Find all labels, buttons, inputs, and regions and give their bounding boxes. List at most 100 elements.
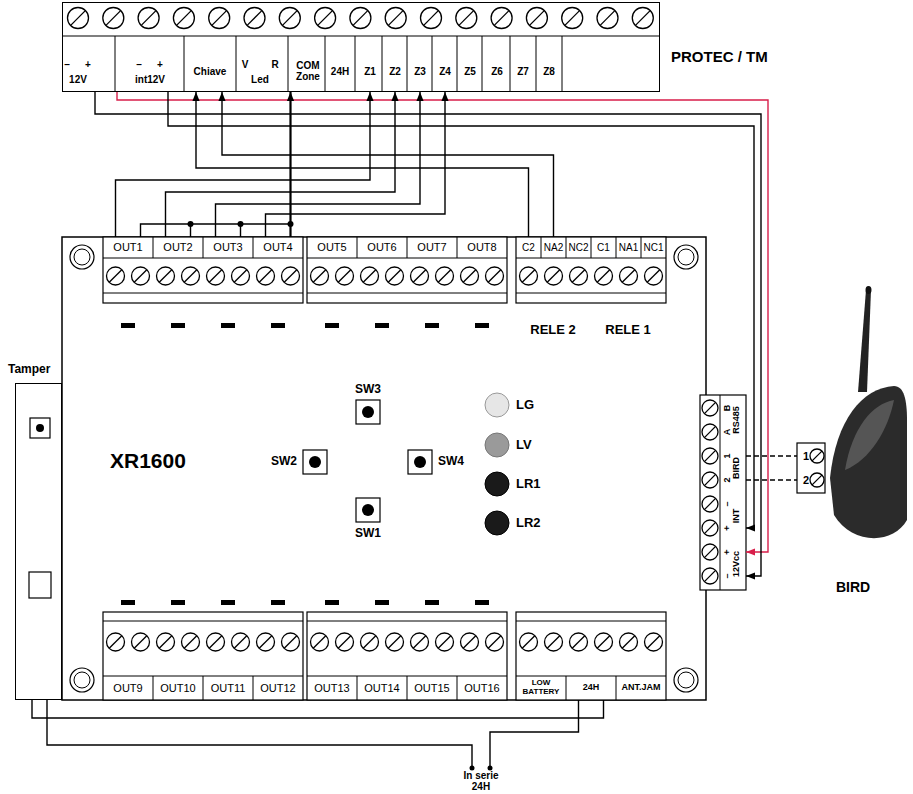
terminal-label: A bbox=[723, 429, 733, 436]
terminal-screw bbox=[486, 633, 504, 651]
output-led bbox=[121, 323, 135, 328]
pin-label: 24H bbox=[583, 683, 600, 693]
wire-end-dot bbox=[488, 766, 493, 771]
wire bbox=[216, 92, 421, 237]
screw-slot bbox=[234, 270, 247, 283]
terminal-label: + bbox=[723, 549, 733, 554]
output-led bbox=[475, 600, 489, 605]
divider-line bbox=[153, 676, 154, 700]
terminal-screw bbox=[702, 568, 718, 584]
divider-line bbox=[536, 36, 537, 92]
wire-end-dot bbox=[470, 766, 475, 771]
divider-line bbox=[516, 676, 666, 677]
tamper-contact bbox=[29, 572, 51, 598]
wire bbox=[32, 700, 604, 718]
screw-slot bbox=[488, 270, 501, 283]
terminal-screw bbox=[526, 8, 547, 29]
push-button bbox=[356, 400, 380, 424]
terminal-screw bbox=[632, 8, 653, 29]
terminal-screw bbox=[545, 267, 563, 285]
terminal-screw bbox=[386, 267, 404, 285]
screw-slot bbox=[363, 636, 376, 649]
divider-line bbox=[616, 676, 617, 700]
pin-label: OUT1 bbox=[113, 241, 142, 253]
screw-slot bbox=[388, 11, 403, 26]
pin-label: OUT16 bbox=[464, 682, 499, 694]
divider-line bbox=[641, 237, 642, 258]
divider-line bbox=[616, 237, 617, 258]
pin-label: NC2 bbox=[568, 242, 588, 253]
terminal-screw bbox=[173, 8, 194, 29]
terminal-screw bbox=[386, 633, 404, 651]
wire bbox=[289, 92, 291, 237]
terminal-screw bbox=[209, 8, 230, 29]
divider-line bbox=[516, 621, 666, 622]
pin-label: NA1 bbox=[619, 242, 638, 253]
screw-slot bbox=[184, 270, 197, 283]
status-led bbox=[485, 511, 509, 535]
wire bbox=[116, 92, 371, 237]
terminal-screw bbox=[562, 8, 583, 29]
screw-slot bbox=[259, 636, 272, 649]
terminal-label: BIRD bbox=[732, 457, 742, 479]
mounting-hole bbox=[70, 668, 94, 692]
terminal-screw bbox=[645, 633, 663, 651]
divider-line bbox=[357, 676, 358, 700]
terminal-screw bbox=[103, 8, 124, 29]
terminal-block bbox=[516, 237, 666, 303]
screw-slot bbox=[184, 636, 197, 649]
pin-label: Z1 bbox=[364, 66, 376, 77]
terminal-screw bbox=[436, 633, 454, 651]
screw-slot bbox=[704, 498, 715, 509]
divider-line bbox=[566, 676, 567, 700]
screw-slot bbox=[494, 11, 509, 26]
terminal-screw bbox=[157, 633, 175, 651]
screw-slot bbox=[438, 270, 451, 283]
divider-line bbox=[253, 676, 254, 700]
terminal-screw bbox=[620, 267, 638, 285]
terminal-screw bbox=[315, 8, 336, 29]
terminal-label: INT bbox=[732, 509, 742, 524]
terminal-screw bbox=[702, 544, 718, 560]
pin-label: NC1 bbox=[643, 242, 663, 253]
pin-label: OUT12 bbox=[260, 682, 295, 694]
terminal-screw bbox=[361, 633, 379, 651]
screw-slot bbox=[282, 11, 297, 26]
divider-line bbox=[236, 36, 237, 92]
terminal-screw bbox=[620, 633, 638, 651]
terminal-screw bbox=[421, 8, 442, 29]
divider-line bbox=[510, 36, 511, 92]
terminal-screw bbox=[461, 267, 479, 285]
screw-slot bbox=[647, 270, 660, 283]
pin-label: Z4 bbox=[439, 66, 451, 77]
divider-line bbox=[184, 36, 185, 92]
screw-slot bbox=[234, 636, 247, 649]
screw-slot bbox=[388, 636, 401, 649]
screw-slot bbox=[565, 11, 580, 26]
pin-label: OUT3 bbox=[213, 241, 242, 253]
terminal-screw bbox=[702, 424, 718, 440]
wire bbox=[168, 92, 754, 528]
output-led bbox=[121, 600, 135, 605]
terminal-screw bbox=[645, 267, 663, 285]
pin-label: 24H bbox=[331, 66, 349, 77]
screw-slot bbox=[106, 11, 121, 26]
junction-dot bbox=[188, 221, 194, 227]
pin-label: OUT4 bbox=[263, 241, 292, 253]
node-title: BIRD bbox=[797, 580, 909, 595]
pin-label: – bbox=[64, 59, 70, 70]
receiver-housing bbox=[830, 386, 907, 538]
push-button bbox=[303, 450, 327, 474]
output-led bbox=[221, 600, 235, 605]
pin-label: – bbox=[136, 59, 142, 70]
screw-slot bbox=[209, 636, 222, 649]
terminal-screw bbox=[132, 633, 150, 651]
pin-label: C1 bbox=[597, 242, 610, 253]
divider-line bbox=[103, 621, 303, 622]
divider-line bbox=[357, 237, 358, 258]
terminal-screw bbox=[207, 267, 225, 285]
screw-slot bbox=[438, 636, 451, 649]
pin-label: Z6 bbox=[491, 66, 503, 77]
node-title: PROTEC / TM bbox=[671, 49, 768, 66]
